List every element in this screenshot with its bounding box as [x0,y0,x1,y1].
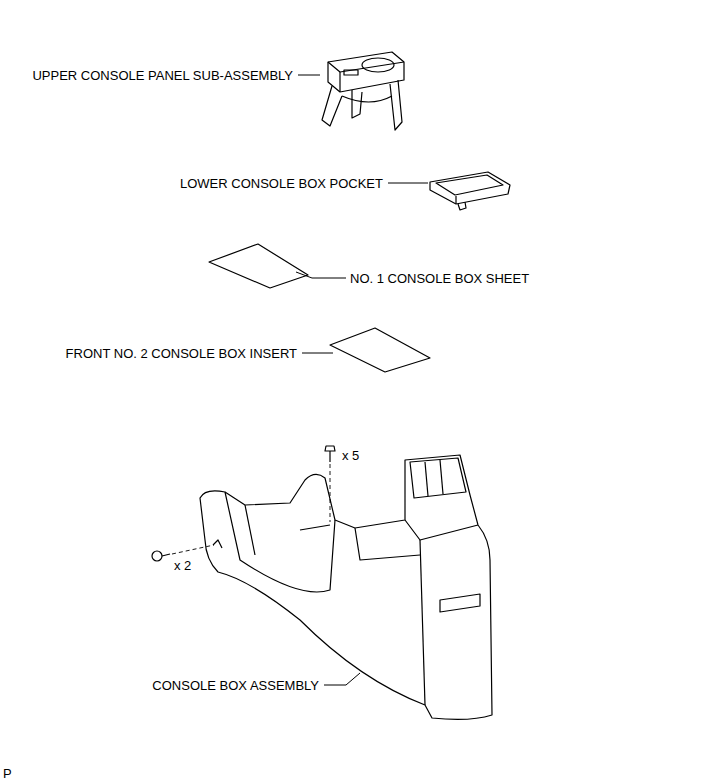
part-name: NO. 1 CONSOLE BOX SHEET [350,271,529,286]
console-box-sheet [209,244,308,288]
upper-console-panel [322,52,404,130]
leader-lines [296,75,428,685]
lower-console-box-pocket [430,172,510,210]
part-name: LOWER CONSOLE BOX POCKET [180,176,383,191]
page-mark: P [3,766,12,781]
part-name: UPPER CONSOLE PANEL SUB-ASSEMBLY [32,68,293,83]
part-name: FRONT NO. 2 CONSOLE BOX INSERT [66,346,297,361]
quantity-label: x 2 [174,558,191,573]
console-box-insert [330,328,430,372]
screws [152,446,335,561]
quantity-label: x 5 [342,448,359,463]
part-name: CONSOLE BOX ASSEMBLY [152,678,319,693]
